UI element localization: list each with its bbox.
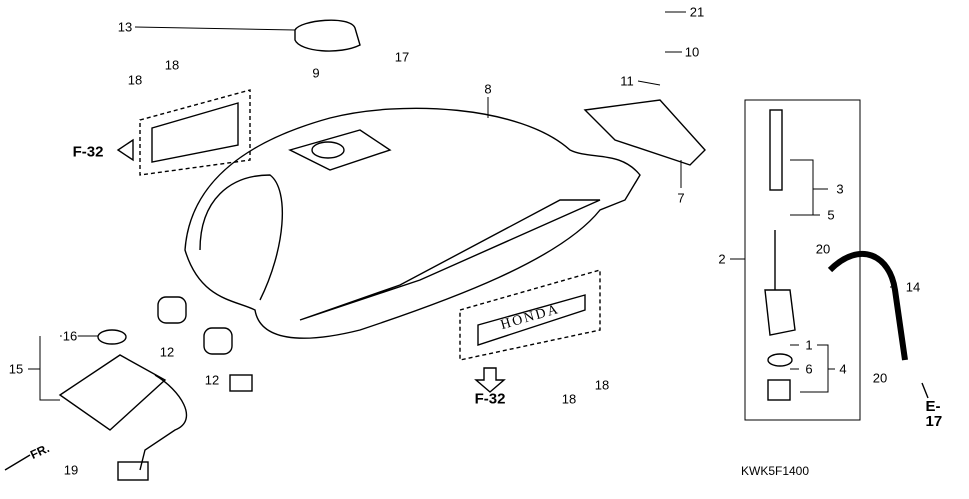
part-label-12: 12	[203, 372, 221, 388]
fuel-hose	[827, 250, 908, 361]
part-label-2: 2	[717, 251, 727, 267]
part-label-20: 20	[814, 241, 832, 257]
part-label-1: 1	[804, 337, 814, 353]
diagram-code: KWK5F1400	[741, 464, 810, 478]
part-label-21: 21	[688, 4, 706, 20]
part-label-16: 16	[61, 328, 79, 344]
part-label-15: 15	[7, 361, 25, 377]
part-label-11: 11	[619, 73, 635, 89]
part-label-8: 8	[483, 81, 493, 97]
part-label-5: 5	[826, 207, 836, 223]
part-label-13: 13	[116, 19, 134, 35]
part-label-17: 17	[393, 49, 411, 65]
ref-f32-bottom: F-32	[474, 390, 506, 408]
part-label-7: 7	[676, 190, 686, 206]
part-label-20: 20	[871, 370, 889, 386]
pump-plate	[58, 354, 167, 431]
part-label-3: 3	[835, 181, 845, 197]
part-label-14: 14	[904, 279, 922, 295]
ref-e17: E-17	[925, 398, 943, 430]
part-label-18: 18	[163, 57, 181, 73]
part-label-18: 18	[560, 391, 578, 407]
part-label-6: 6	[804, 361, 814, 377]
part-label-19: 19	[62, 462, 80, 478]
bracket	[583, 99, 706, 166]
fuel-tank	[184, 107, 641, 339]
cap-cover	[294, 19, 361, 52]
part-label-18: 18	[126, 72, 144, 88]
part-label-10: 10	[683, 44, 701, 60]
part-label-18: 18	[593, 377, 611, 393]
part-label-4: 4	[838, 361, 848, 377]
ref-f32-top: F-32	[72, 143, 104, 161]
part-label-12: 12	[158, 344, 176, 360]
part-label-9: 9	[311, 65, 321, 81]
